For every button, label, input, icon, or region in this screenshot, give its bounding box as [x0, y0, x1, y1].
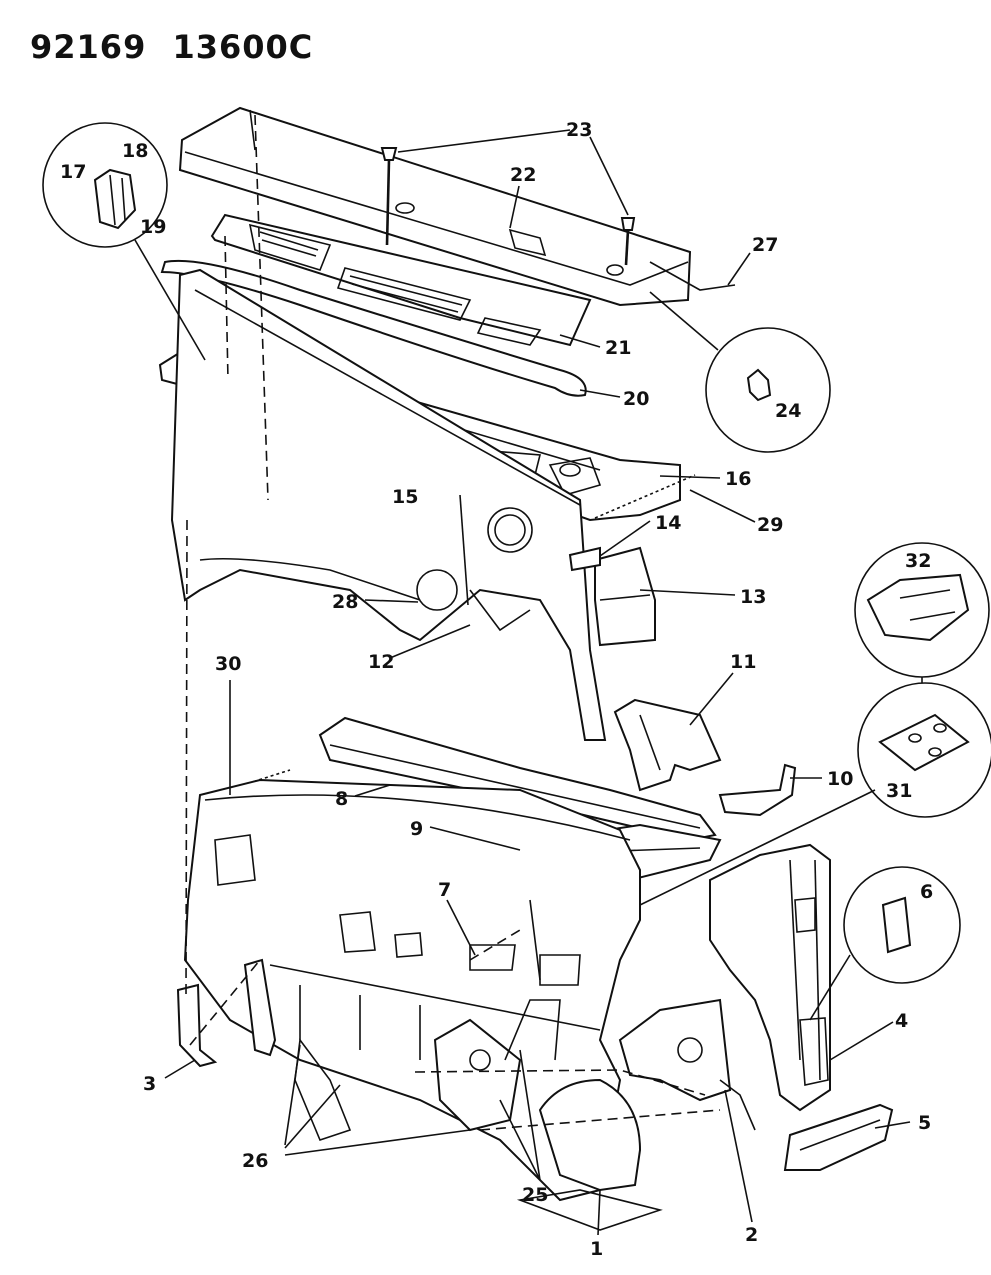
- callout-labels: 1 2 3 4 5 6 7 8 9 10 11 12 13 14 15 16 1…: [60, 119, 933, 1260]
- brace-2: [618, 998, 756, 1131]
- bracket-10: [718, 763, 797, 817]
- callout-20: 20: [623, 388, 649, 410]
- callout-6: 6: [920, 881, 933, 903]
- clip-14: [568, 546, 601, 572]
- callout-3: 3: [143, 1073, 156, 1095]
- callout-12: 12: [368, 651, 394, 673]
- callout-8: 8: [335, 788, 348, 810]
- drawing-code-1: 92169: [30, 28, 147, 66]
- side-panel-4: [709, 843, 831, 1112]
- callout-22: 22: [510, 164, 536, 186]
- callout-2: 2: [745, 1224, 758, 1246]
- callout-14: 14: [655, 512, 681, 534]
- callout-13: 13: [740, 586, 766, 608]
- callout-18: 18: [122, 140, 148, 162]
- callout-11: 11: [730, 651, 756, 673]
- screw-23-left: [380, 147, 398, 246]
- callout-5: 5: [918, 1112, 931, 1134]
- bracket-13: [594, 546, 656, 647]
- wheelhouse-1: [516, 1078, 663, 1231]
- callout-27: 27: [752, 234, 778, 256]
- leader-lines: [164, 129, 911, 1236]
- callout-29: 29: [757, 514, 783, 536]
- callout-7: 7: [438, 879, 451, 901]
- callout-17: 17: [60, 161, 86, 183]
- detail-circle-32: [854, 542, 990, 683]
- callout-28: 28: [332, 591, 358, 613]
- bracket-11: [613, 698, 722, 792]
- callout-32: 32: [905, 550, 931, 572]
- callout-15: 15: [392, 486, 418, 508]
- seal-strip-29: [594, 474, 696, 519]
- cowl-screen-panel: [210, 213, 592, 347]
- callout-9: 9: [410, 818, 423, 840]
- callout-21: 21: [605, 337, 631, 359]
- callout-10: 10: [827, 768, 853, 790]
- callout-31: 31: [886, 780, 912, 802]
- bracket-5: [783, 1103, 894, 1171]
- callout-19: 19: [140, 216, 166, 238]
- crossmember-8: [318, 716, 717, 842]
- alignment-lines: [185, 114, 721, 1131]
- cowl-top-panel: [178, 106, 736, 307]
- callout-24: 24: [775, 400, 801, 422]
- detail-circle-17-18-19: [42, 122, 206, 361]
- diagram-header: 92169 13600C: [30, 28, 313, 66]
- dash-panel-upper: [170, 268, 607, 741]
- drawing-code-2: 13600C: [172, 28, 314, 66]
- detail-circle-31: [639, 682, 991, 906]
- cowl-seal: [160, 259, 587, 397]
- callout-4: 4: [895, 1010, 908, 1032]
- callout-26: 26: [242, 1150, 268, 1172]
- callout-30: 30: [215, 653, 241, 675]
- screw-23-right: [620, 217, 636, 266]
- bracket-3: [176, 983, 218, 1068]
- callout-16: 16: [725, 468, 751, 490]
- callout-1: 1: [590, 1238, 603, 1260]
- callout-25: 25: [522, 1184, 548, 1206]
- callout-23: 23: [566, 119, 592, 141]
- detail-circle-6: [809, 866, 961, 1021]
- detail-circle-24: [649, 291, 831, 453]
